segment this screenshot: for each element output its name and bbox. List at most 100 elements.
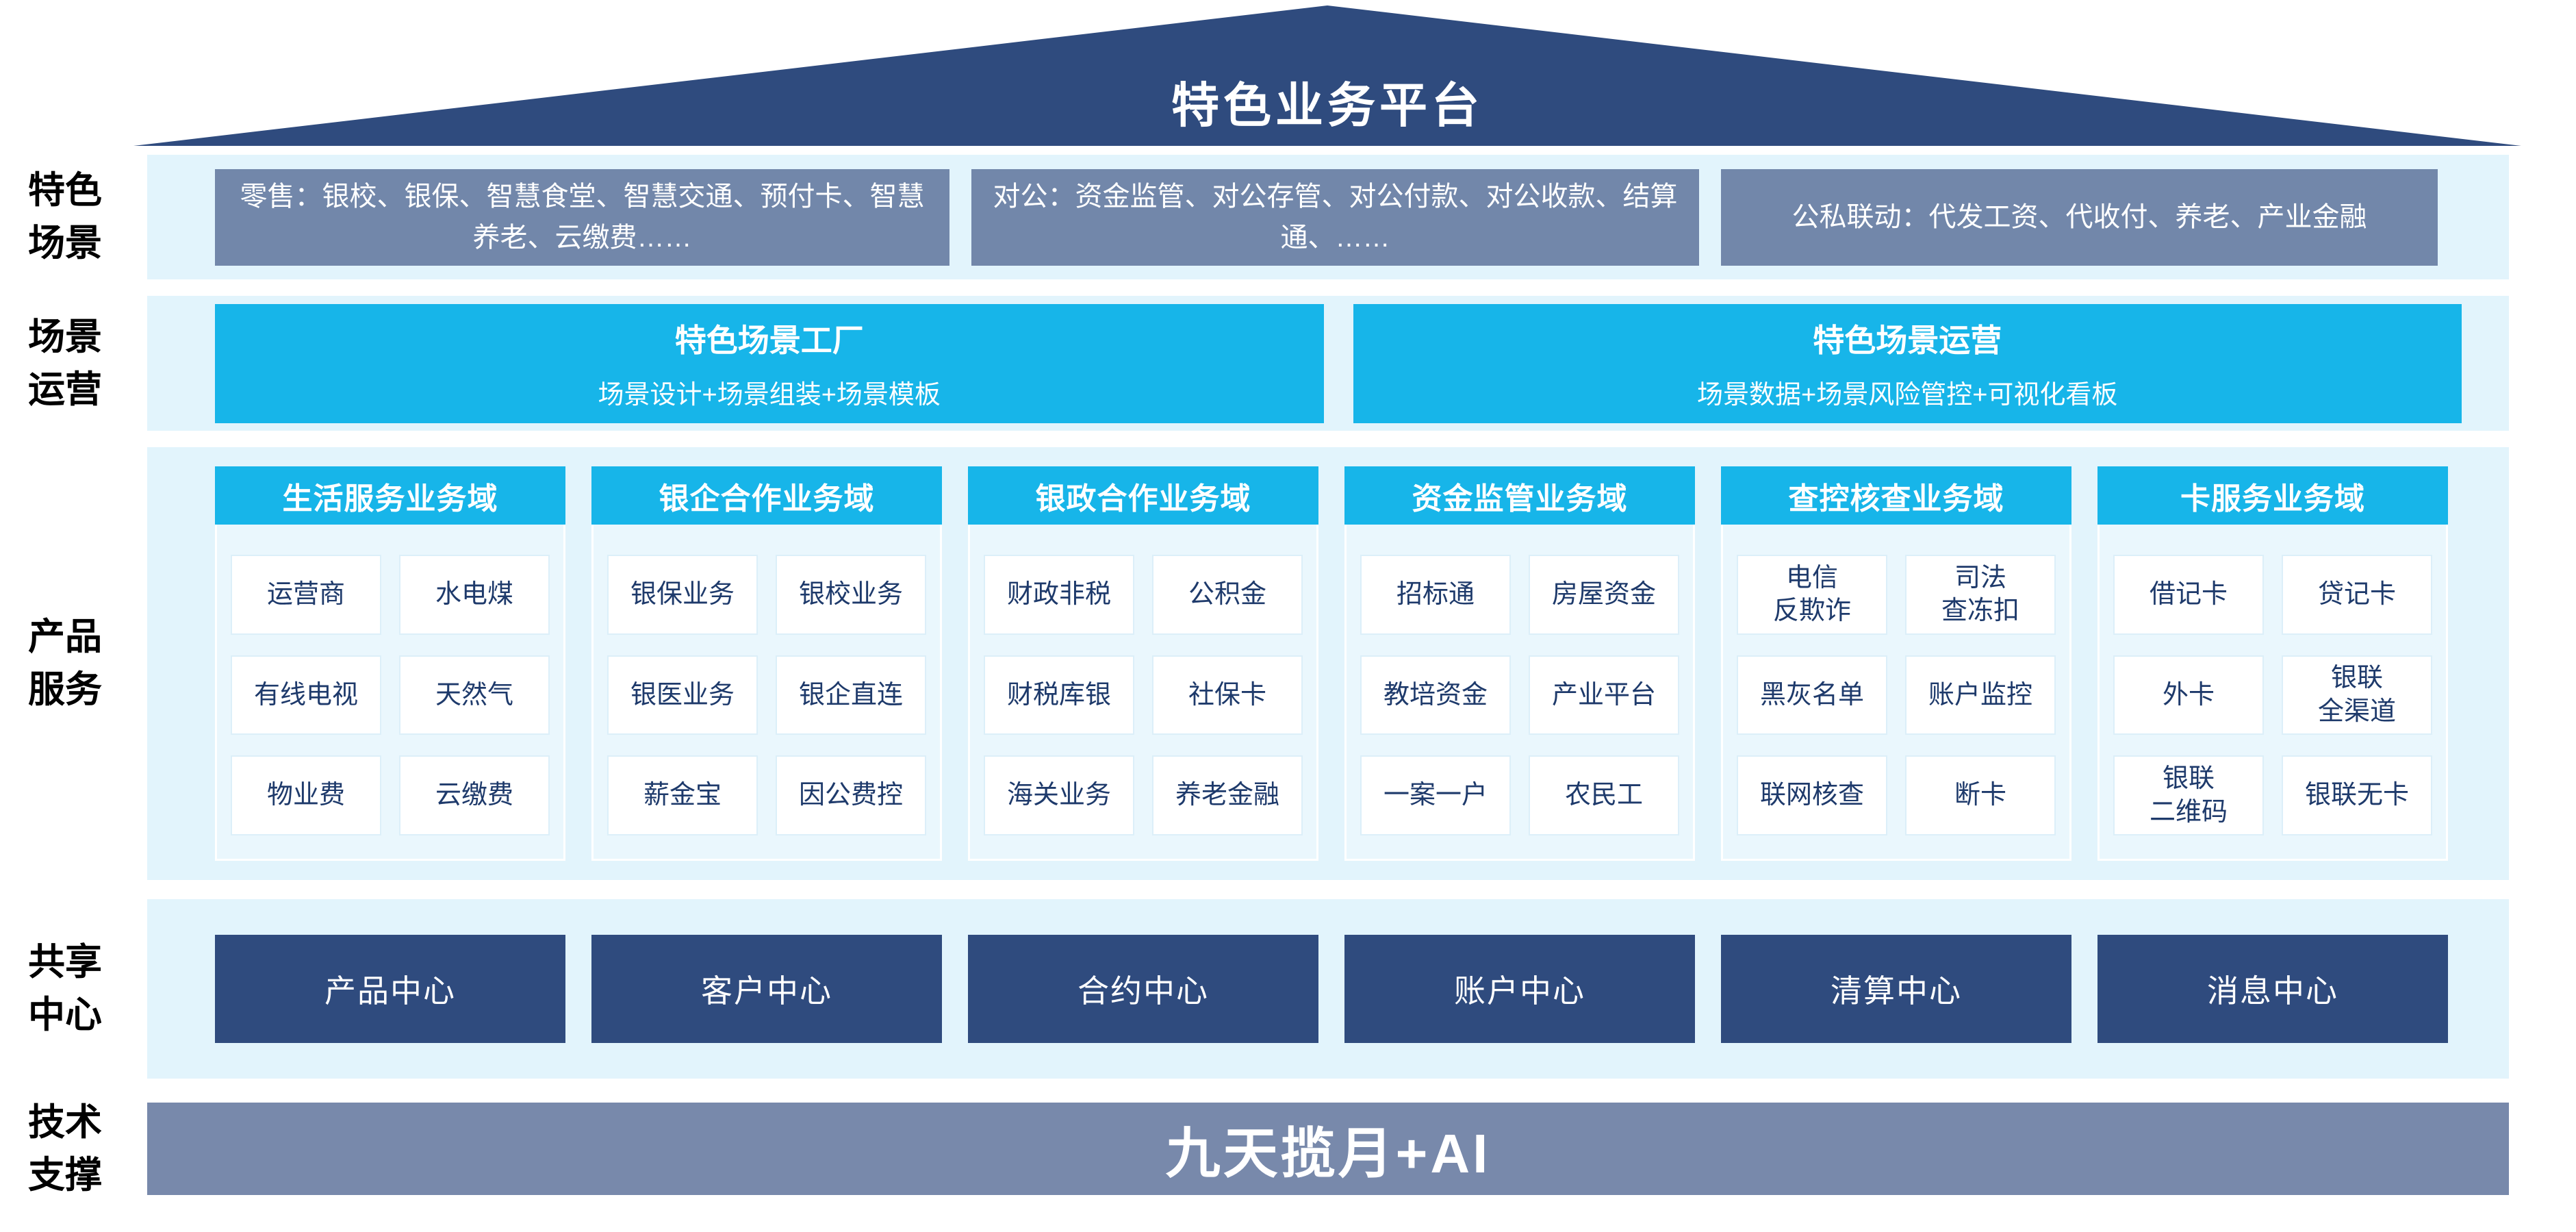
roof: 特色业务平台 [133, 5, 2521, 146]
product-column: 查控核查业务域电信 反欺诈司法 查冻扣黑灰名单账户监控联网核查断卡 [1721, 466, 2071, 861]
product-cell: 海关业务 [984, 755, 1134, 836]
scene-band: 零售：银校、银保、智慧食堂、智慧交通、预付卡、智慧养老、云缴费……对公：资金监管… [147, 155, 2509, 279]
product-cell: 财政非税 [984, 555, 1134, 635]
shared-center-box: 合约中心 [968, 935, 1318, 1043]
product-cell: 公积金 [1152, 555, 1303, 635]
tech-bar-label: 九天揽月+AI [1165, 1122, 1491, 1184]
product-cell-row: 招标通房屋资金 [1360, 555, 1679, 635]
product-cell: 云缴费 [399, 755, 550, 836]
product-columns: 生活服务业务域运营商水电煤有线电视天然气物业费云缴费银企合作业务域银保业务银校业… [147, 447, 2509, 880]
product-cell: 银企直连 [776, 655, 926, 736]
product-cell: 司法 查冻扣 [1905, 555, 2056, 635]
product-column-header: 银政合作业务域 [968, 466, 1318, 525]
product-cell: 银保业务 [607, 555, 758, 635]
shared-center-box: 账户中心 [1344, 935, 1695, 1043]
product-cell-row: 借记卡贷记卡 [2113, 555, 2432, 635]
operation-box: 特色场景运营场景数据+场景风险管控+可视化看板 [1353, 303, 2462, 423]
shared-band: 产品中心客户中心合约中心账户中心清算中心消息中心 [147, 899, 2509, 1079]
product-cell-row: 有线电视天然气 [231, 655, 550, 736]
product-cell-row: 银联 二维码银联无卡 [2113, 755, 2432, 836]
scene-box: 公私联动：代发工资、代收付、养老、产业金融 [1721, 168, 2438, 266]
product-cell-row: 外卡银联 全渠道 [2113, 655, 2432, 736]
operation-box-subtitle: 场景设计+场景组装+场景模板 [598, 381, 941, 410]
shared-boxes: 产品中心客户中心合约中心账户中心清算中心消息中心 [147, 899, 2509, 1079]
shared-center-box: 客户中心 [591, 935, 942, 1043]
product-column: 生活服务业务域运营商水电煤有线电视天然气物业费云缴费 [215, 466, 565, 861]
product-cell-row: 电信 反欺诈司法 查冻扣 [1737, 555, 2056, 635]
operation-box-title: 特色场景运营 [1813, 323, 2002, 358]
product-cell: 因公费控 [776, 755, 926, 836]
product-band: 生活服务业务域运营商水电煤有线电视天然气物业费云缴费银企合作业务域银保业务银校业… [147, 447, 2509, 880]
shared-center-box: 产品中心 [215, 935, 565, 1043]
operation-boxes: 特色场景工厂场景设计+场景组装+场景模板特色场景运营场景数据+场景风险管控+可视… [147, 296, 2509, 431]
product-cell: 招标通 [1360, 555, 1511, 635]
scene-boxes: 零售：银校、银保、智慧食堂、智慧交通、预付卡、智慧养老、云缴费……对公：资金监管… [147, 155, 2509, 279]
product-column: 银企合作业务域银保业务银校业务银医业务银企直连薪金宝因公费控 [591, 466, 942, 861]
product-column-header: 生活服务业务域 [215, 466, 565, 525]
product-cell-row: 财税库银社保卡 [984, 655, 1303, 736]
product-cell: 水电煤 [399, 555, 550, 635]
product-cell-row: 黑灰名单账户监控 [1737, 655, 2056, 736]
product-cell: 产业平台 [1529, 655, 1679, 736]
operation-band: 特色场景工厂场景设计+场景组装+场景模板特色场景运营场景数据+场景风险管控+可视… [147, 296, 2509, 431]
product-cell: 电信 反欺诈 [1737, 555, 1887, 635]
product-column-body: 财政非税公积金财税库银社保卡海关业务养老金融 [968, 525, 1318, 861]
product-column-header: 银企合作业务域 [591, 466, 942, 525]
product-cell: 房屋资金 [1529, 555, 1679, 635]
product-column-header: 查控核查业务域 [1721, 466, 2071, 525]
operation-box-title: 特色场景工厂 [674, 323, 864, 358]
product-cell: 断卡 [1905, 755, 2056, 836]
row-label-scene: 特色 场景 [28, 170, 102, 264]
product-column: 银政合作业务域财政非税公积金财税库银社保卡海关业务养老金融 [968, 466, 1318, 861]
product-column-body: 运营商水电煤有线电视天然气物业费云缴费 [215, 525, 565, 861]
product-cell: 银联 二维码 [2113, 755, 2264, 836]
product-cell: 银校业务 [776, 555, 926, 635]
roof-shape [133, 5, 2521, 146]
product-cell-row: 海关业务养老金融 [984, 755, 1303, 836]
product-cell: 天然气 [399, 655, 550, 736]
scene-box: 对公：资金监管、对公存管、对公付款、对公收款、结算通、…… [971, 168, 1699, 266]
product-cell: 外卡 [2113, 655, 2264, 736]
product-cell: 银医业务 [607, 655, 758, 736]
product-column-body: 招标通房屋资金教培资金产业平台一案一户农民工 [1344, 525, 1695, 861]
product-cell: 银联无卡 [2282, 755, 2432, 836]
row-label-shared: 共享 中心 [28, 942, 102, 1035]
product-column-header: 卡服务业务域 [2097, 466, 2448, 525]
scene-box: 零售：银校、银保、智慧食堂、智慧交通、预付卡、智慧养老、云缴费…… [215, 168, 949, 266]
product-cell: 借记卡 [2113, 555, 2264, 635]
diagram-title: 特色业务平台 [1171, 79, 1483, 132]
product-column-body: 借记卡贷记卡外卡银联 全渠道银联 二维码银联无卡 [2097, 525, 2448, 861]
product-cell-row: 物业费云缴费 [231, 755, 550, 836]
product-cell: 薪金宝 [607, 755, 758, 836]
product-cell-row: 财政非税公积金 [984, 555, 1303, 635]
product-cell: 农民工 [1529, 755, 1679, 836]
operation-box: 特色场景工厂场景设计+场景组装+场景模板 [215, 303, 1324, 423]
product-cell: 一案一户 [1360, 755, 1511, 836]
product-column-header: 资金监管业务域 [1344, 466, 1695, 525]
product-column-body: 电信 反欺诈司法 查冻扣黑灰名单账户监控联网核查断卡 [1721, 525, 2071, 861]
product-column-body: 银保业务银校业务银医业务银企直连薪金宝因公费控 [591, 525, 942, 861]
tech-bar: 九天揽月+AI [147, 1103, 2509, 1195]
product-cell: 社保卡 [1152, 655, 1303, 736]
product-cell: 养老金融 [1152, 755, 1303, 836]
product-cell-row: 银医业务银企直连 [607, 655, 926, 736]
shared-center-box: 消息中心 [2097, 935, 2448, 1043]
product-cell: 物业费 [231, 755, 381, 836]
product-cell: 财税库银 [984, 655, 1134, 736]
product-cell-row: 运营商水电煤 [231, 555, 550, 635]
product-cell-row: 银保业务银校业务 [607, 555, 926, 635]
row-label-operation: 场景 运营 [28, 316, 102, 410]
product-cell: 贷记卡 [2282, 555, 2432, 635]
row-label-product: 产品 服务 [28, 616, 102, 710]
product-cell: 有线电视 [231, 655, 381, 736]
shared-center-box: 清算中心 [1721, 935, 2071, 1043]
product-cell: 运营商 [231, 555, 381, 635]
product-column: 卡服务业务域借记卡贷记卡外卡银联 全渠道银联 二维码银联无卡 [2097, 466, 2448, 861]
product-cell-row: 教培资金产业平台 [1360, 655, 1679, 736]
product-cell-row: 一案一户农民工 [1360, 755, 1679, 836]
product-cell-row: 薪金宝因公费控 [607, 755, 926, 836]
product-cell: 教培资金 [1360, 655, 1511, 736]
product-cell: 联网核查 [1737, 755, 1887, 836]
operation-box-subtitle: 场景数据+场景风险管控+可视化看板 [1697, 381, 2118, 410]
